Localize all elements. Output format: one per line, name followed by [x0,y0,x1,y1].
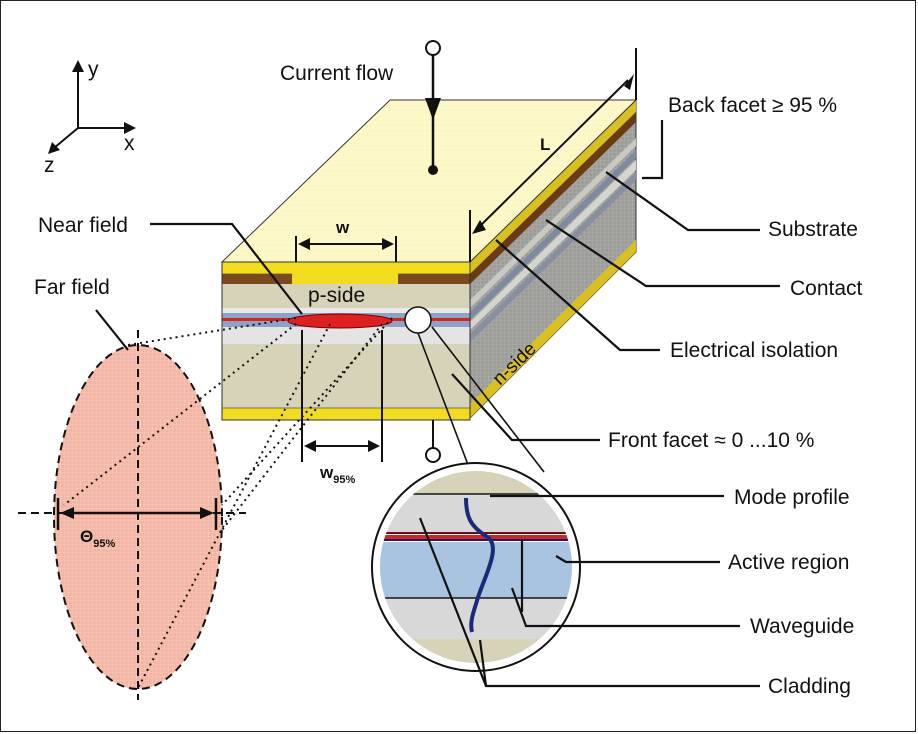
w-label: w [335,218,350,237]
mode-profile-label: Mode profile [734,486,850,509]
leader-lines [95,120,780,688]
near-field-spot [287,313,393,329]
theta95-label: Θ [80,527,93,546]
chip-side-face: n-side [469,98,637,420]
length-L-dimension: L [469,48,637,262]
cladding-label: Cladding [768,675,851,698]
front-facet-label: Front facet ≈ 0 ...10 % [608,429,814,452]
svg-text:Θ95%: Θ95% [80,527,115,550]
active-region-label: Active region [728,551,849,574]
axis-x-label: x [124,132,135,155]
coordinate-axes: y x z [44,58,136,177]
w95-subscript: 95% [333,474,355,486]
mode-profile-curve [464,497,495,633]
waveguide-label: Waveguide [750,615,854,638]
far-field-ellipse: Θ95% [18,330,246,700]
svg-text:w95%: w95% [319,463,355,486]
callout-labels: Back facet ≥ 95 % Near field Far field S… [34,94,863,698]
theta95-subscript: 95% [93,538,115,550]
back-facet-label: Back facet ≥ 95 % [668,94,837,117]
projection-lines [63,317,393,689]
far-field-label: Far field [34,276,110,299]
chip-front-face: p-side [221,261,471,421]
width-w-dimension: w [295,218,397,262]
magnifier-origin-circle [404,306,432,334]
contact-label: Contact [790,277,863,300]
near-field-label: Near field [38,214,128,237]
w95-label: w [319,463,334,482]
axis-z-label: z [44,154,55,177]
substrate-label: Substrate [768,218,858,241]
axis-y-label: y [88,58,99,81]
L-label: L [540,135,550,154]
p-side-label: p-side [308,284,365,307]
current-flow-label: Current flow [280,62,394,85]
current-flow-indicator: Current flow [280,40,441,463]
electrical-isolation-label: Electrical isolation [670,339,838,362]
magnifier-detail [371,326,581,672]
w95-dimension: w95% [301,330,383,486]
